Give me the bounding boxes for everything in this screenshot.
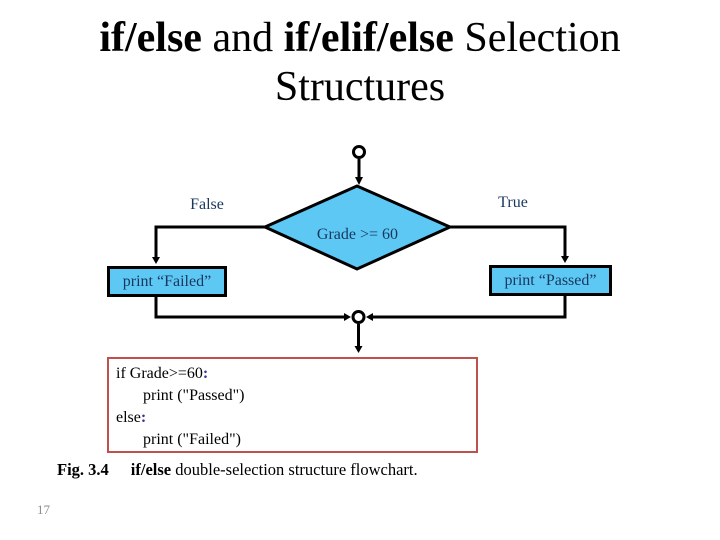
- failed-process-label: print “Failed”: [122, 273, 212, 290]
- title-text-structures: Structures: [274, 64, 446, 110]
- passed-merge-arrowhead: [366, 313, 373, 321]
- code-line-print-failed: print ("Failed"): [143, 431, 241, 448]
- entry-arrowhead: [355, 177, 363, 185]
- passed-merge-line: [372, 296, 567, 319]
- caption-keyword: if/else: [130, 460, 172, 479]
- code-if-text: if Grade>=60: [116, 365, 203, 382]
- code-line-print-passed: print ("Passed"): [143, 387, 245, 404]
- true-branch-line: [450, 225, 567, 257]
- exit-arrowhead: [354, 346, 363, 353]
- code-line-if: if Grade>=60:: [116, 363, 476, 385]
- caption-figure-number: Fig. 3.4: [57, 460, 109, 479]
- code-else-colon: :: [140, 409, 147, 426]
- title-text-and: and: [201, 15, 284, 61]
- failed-merge-line: [154, 296, 345, 319]
- true-branch-label: True: [498, 194, 528, 211]
- entry-connector-circle: [352, 145, 366, 159]
- code-snippet-box: if Grade>=60: print ("Passed") else: pri…: [107, 357, 478, 453]
- figure-caption: Fig. 3.4 if/else double-selection structu…: [57, 460, 418, 480]
- false-branch-label: False: [190, 196, 224, 213]
- code-line-else: else:: [116, 407, 476, 429]
- failed-merge-arrowhead: [344, 313, 351, 321]
- merge-connector-circle: [351, 310, 366, 324]
- failed-process-box: print “Failed”: [107, 266, 227, 297]
- false-branch-arrowhead: [152, 257, 160, 264]
- code-else-text: else: [116, 409, 141, 426]
- true-branch-arrowhead: [561, 256, 569, 263]
- passed-process-label: print “Passed”: [504, 272, 597, 289]
- false-branch-line: [154, 225, 265, 258]
- title-keyword-ifelifelse: if/elif/else: [283, 15, 454, 61]
- caption-text: double-selection structure flowchart.: [171, 460, 418, 479]
- decision-condition-label: Grade >= 60: [316, 226, 399, 243]
- code-if-colon: :: [202, 365, 209, 382]
- page-number: 17: [37, 502, 50, 517]
- title-keyword-ifelse: if/else: [99, 15, 202, 61]
- passed-process-box: print “Passed”: [489, 265, 612, 296]
- title-text-selection: Selection: [453, 15, 621, 61]
